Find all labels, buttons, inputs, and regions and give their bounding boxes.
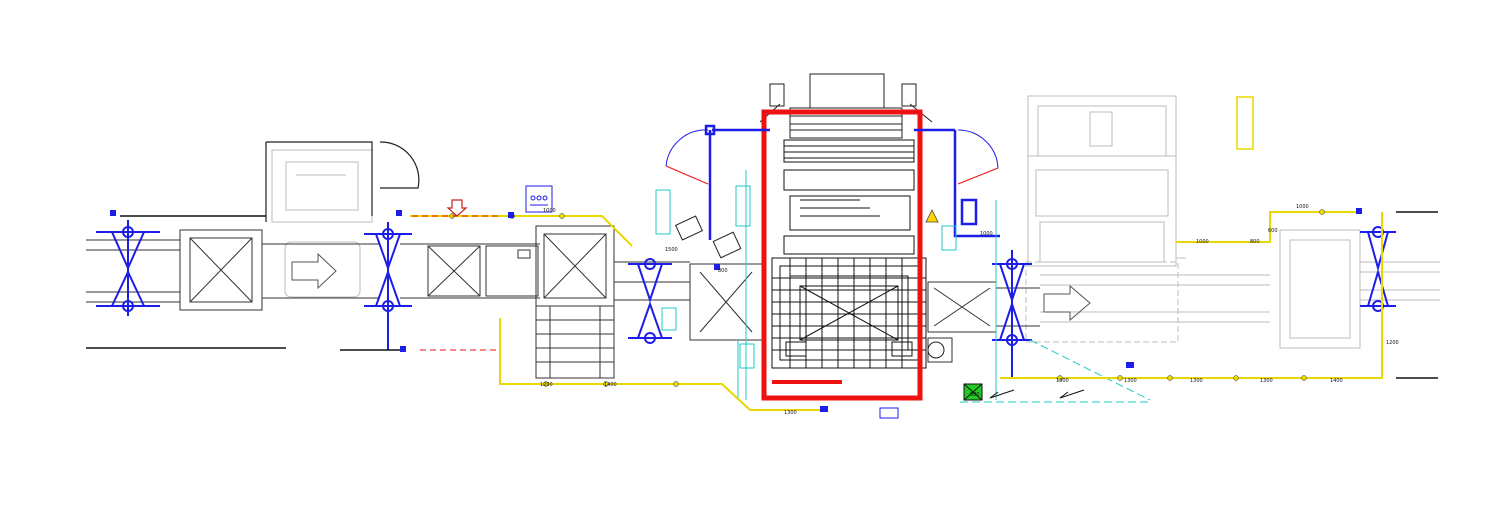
- dim-label: 1200: [1386, 340, 1399, 346]
- dimension-labels: 1000 1500 800 1200 1400 1300 1000 800 60…: [540, 204, 1399, 416]
- conveyor-right: [927, 281, 1040, 363]
- station-right-1: [992, 250, 1032, 378]
- station-right-2: [1360, 226, 1396, 312]
- dim-label: 800: [1250, 239, 1260, 245]
- operator-panel: [674, 215, 945, 419]
- green-cross-box-icon: [963, 383, 983, 401]
- dim-label: 1400: [604, 382, 617, 388]
- dim-label: 1300: [1190, 378, 1203, 384]
- door-arcs: [665, 129, 999, 185]
- boundary-lines: [86, 211, 1438, 379]
- fence-posts: [449, 209, 1325, 387]
- press-red-frame: [761, 109, 923, 401]
- blue-linkage: [704, 124, 1000, 240]
- dim-label: 1000: [1296, 204, 1309, 210]
- lift-module: [535, 225, 690, 379]
- dim-label: 1400: [1330, 378, 1343, 384]
- dim-label: 1300: [784, 410, 797, 416]
- dim-label: 600: [1268, 228, 1278, 234]
- cyan-lines: [655, 170, 1151, 403]
- sensor-markers: [110, 208, 1362, 412]
- control-panel: [525, 185, 553, 213]
- small-arrows: [989, 389, 1085, 399]
- dim-label: 1000: [980, 231, 993, 237]
- press-top-head: [759, 73, 933, 139]
- dim-label: 1200: [540, 382, 553, 388]
- dim-label: 1500: [665, 247, 678, 253]
- dim-label: 800: [718, 268, 728, 274]
- press-body: [771, 139, 927, 369]
- yellow-marker-box: [1236, 96, 1254, 150]
- dim-label: 1300: [1124, 378, 1137, 384]
- press-red-stripe: [772, 380, 842, 384]
- frame-left-outline: [265, 141, 420, 222]
- transfer-box: [689, 263, 763, 341]
- flow-arrow-icon: [1043, 284, 1091, 322]
- dim-label: 1300: [1260, 378, 1273, 384]
- ghost-machine-right: [1025, 95, 1440, 349]
- station-left-1: [96, 220, 160, 316]
- station-mid-1: [628, 258, 672, 344]
- station-left-2: [364, 222, 412, 350]
- conveyor-left: [86, 229, 540, 311]
- warning-triangle-icon: [925, 209, 939, 223]
- dim-label: 600: [970, 392, 980, 398]
- dim-label: 1000: [543, 208, 556, 214]
- ghost-frame-left: [271, 149, 373, 298]
- dim-label: 1300: [1056, 378, 1069, 384]
- down-arrow-icon: [446, 199, 468, 217]
- dim-label: 1000: [1196, 239, 1209, 245]
- red-dashed-cables: [412, 215, 500, 351]
- flow-arrow-icon: [291, 252, 337, 290]
